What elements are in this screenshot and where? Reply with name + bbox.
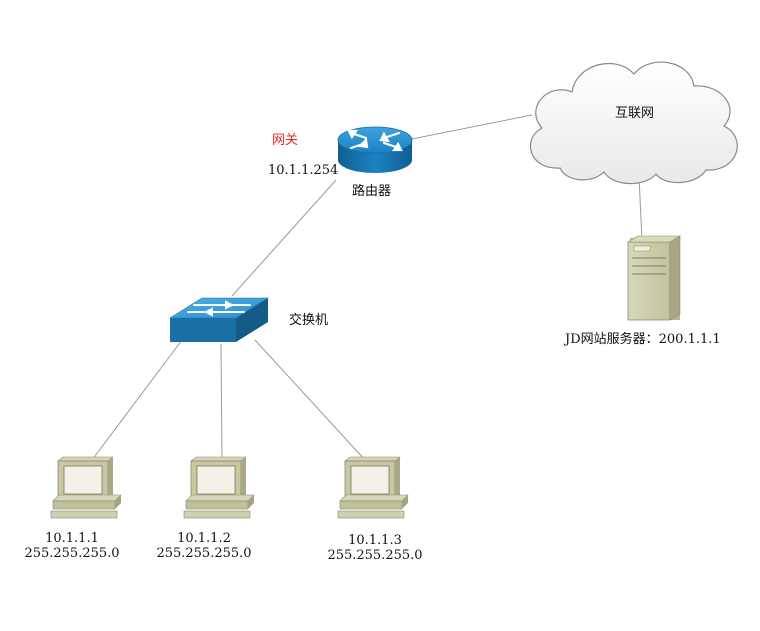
- router-ip-label: 10.1.1.254: [268, 163, 339, 178]
- pc2-mask-label: 255.255.255.0: [156, 546, 252, 561]
- pc-icon: [337, 456, 409, 519]
- link-switch-pc1: [91, 339, 183, 461]
- pc2-ip-label: 10.1.1.2: [177, 531, 231, 546]
- router-name-label: 路由器: [352, 184, 392, 199]
- switch-name-label: 交换机: [289, 313, 329, 328]
- link-switch-pc3: [254, 339, 366, 461]
- pc3-ip-label: 10.1.1.3: [348, 533, 402, 548]
- link-switch-pc2: [220, 343, 223, 461]
- pc1-mask-label: 255.255.255.0: [24, 546, 120, 561]
- pc-icon: [50, 456, 122, 519]
- pc-icon: [183, 456, 255, 519]
- cloud-icon: [529, 61, 738, 185]
- link-internet-server: [638, 176, 643, 241]
- server-icon: [626, 235, 682, 321]
- pc1-ip-label: 10.1.1.1: [45, 531, 99, 546]
- links: [91, 114, 643, 461]
- link-router-internet: [411, 114, 533, 140]
- gateway-label: 网关: [272, 133, 299, 148]
- server-label: JD网站服务器：200.1.1.1: [565, 332, 721, 347]
- pc3-mask-label: 255.255.255.0: [327, 548, 423, 563]
- internet-label: 互联网: [615, 106, 655, 121]
- switch-icon: [168, 297, 270, 342]
- link-router-switch: [231, 179, 337, 297]
- router-icon: [337, 126, 413, 173]
